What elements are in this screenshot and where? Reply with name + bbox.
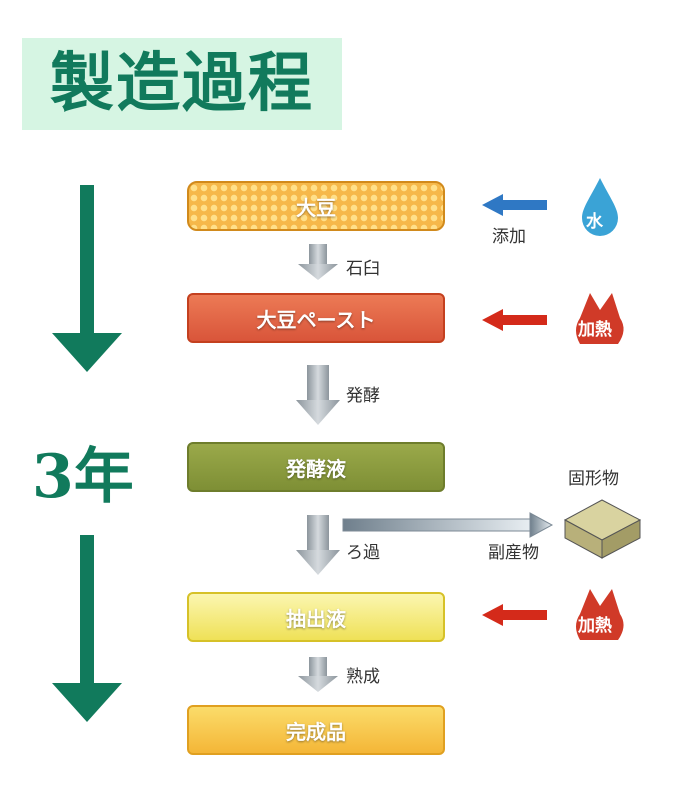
transition-label: ろ過 xyxy=(346,543,380,563)
step-soybean-paste: 大豆ペースト xyxy=(187,293,445,343)
flow-arrow-down xyxy=(296,515,340,575)
heat-arrow xyxy=(482,309,547,331)
flame-icon xyxy=(576,589,624,640)
flow-arrow-down xyxy=(298,244,338,280)
flame-icon xyxy=(576,293,624,344)
step-finished-product: 完成品 xyxy=(187,705,445,755)
step-soybean: 大豆 xyxy=(187,181,445,231)
solid-label: 固形物 xyxy=(568,469,619,489)
add-arrow xyxy=(482,194,547,216)
heat-label: 加熱 xyxy=(578,320,612,340)
solid-box-icon xyxy=(563,499,642,559)
page-title: 製造過程 xyxy=(22,38,342,130)
timeline-arrow-top xyxy=(52,185,122,372)
add-label: 添加 xyxy=(492,227,526,247)
byproduct-label: 副産物 xyxy=(488,543,539,563)
flow-arrow-down xyxy=(296,365,340,425)
transition-label: 熟成 xyxy=(346,667,380,687)
water-drop-icon xyxy=(582,178,618,236)
byproduct-arrow xyxy=(342,512,554,538)
step-fermented-liquid: 発酵液 xyxy=(187,442,445,492)
transition-label: 発酵 xyxy=(346,386,380,406)
flow-arrow-down xyxy=(298,657,338,692)
duration-label: 3年 xyxy=(32,442,134,512)
heat-label: 加熱 xyxy=(578,616,612,636)
transition-label: 石臼 xyxy=(346,259,380,279)
heat-arrow xyxy=(482,604,547,626)
step-extract: 抽出液 xyxy=(187,592,445,642)
water-label: 水 xyxy=(586,212,603,232)
timeline-arrow-bottom xyxy=(52,535,122,722)
